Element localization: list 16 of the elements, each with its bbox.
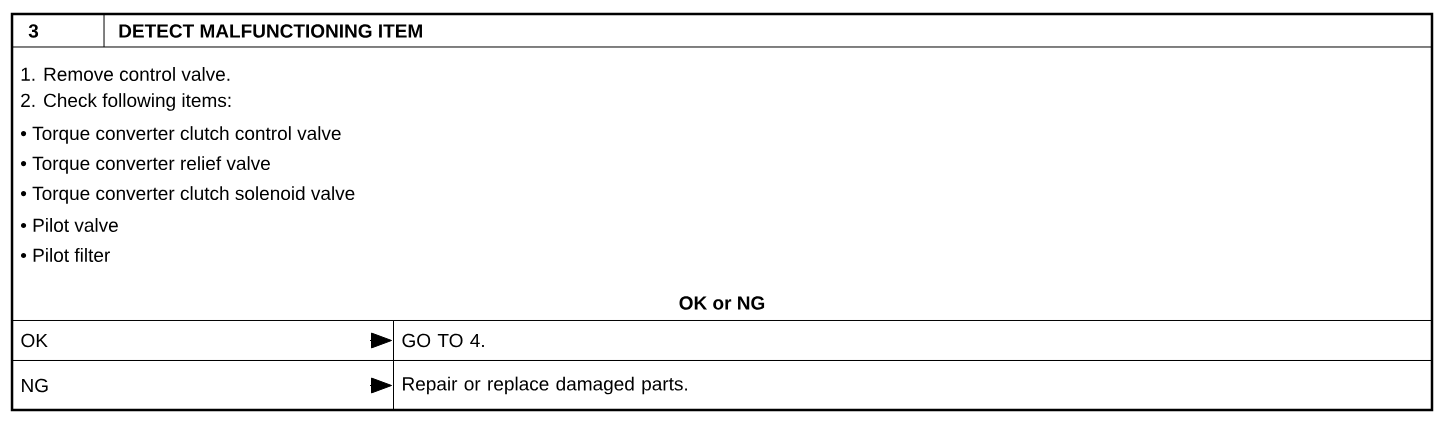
table-heading: DETECT MALFUNCTIONING ITEM <box>119 24 422 38</box>
table-cell: Repair or replace damaged parts. <box>393 360 1433 411</box>
step-text: 1. Remove control valve. <box>21 67 230 81</box>
step-text: • Pilot filter <box>20 248 110 262</box>
table-cell: GO TO 4. <box>393 320 1433 361</box>
step-text: 2. Check following items: <box>21 93 231 111</box>
result-heading: OK or NG <box>679 296 765 310</box>
step-text: • Torque converter clutch solenoid valve <box>20 186 355 204</box>
step-text: • Torque converter clutch control valve <box>20 126 341 144</box>
step-text: • Torque converter relief valve <box>20 156 270 174</box>
arrow <box>369 332 393 349</box>
step-number: 3 <box>28 24 39 38</box>
table-cell: OK <box>12 320 394 361</box>
step-text: • Pilot valve <box>20 218 118 232</box>
arrow <box>369 377 393 394</box>
table-cell: NG <box>12 360 394 411</box>
